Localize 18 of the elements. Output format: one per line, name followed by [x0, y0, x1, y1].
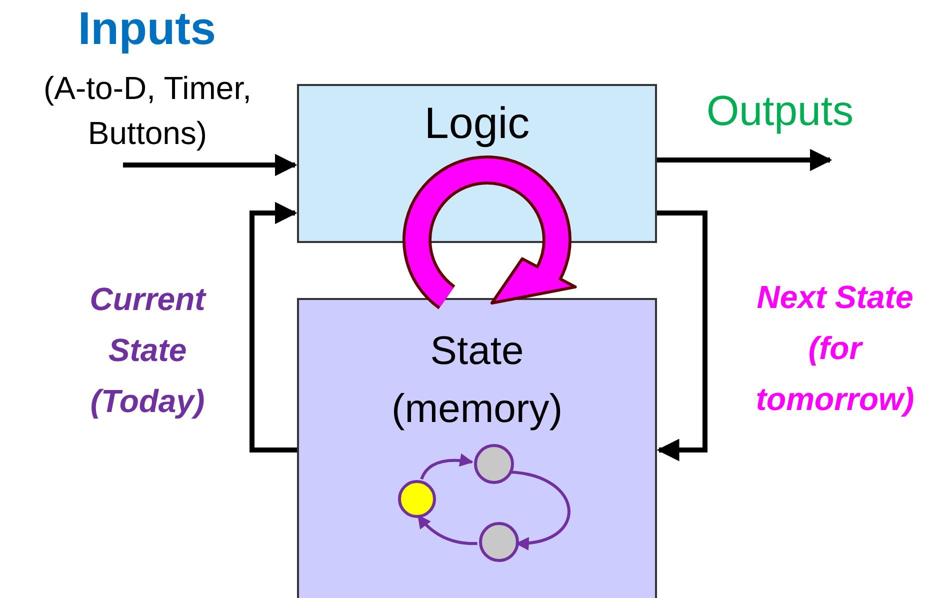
arrow [656, 210, 708, 462]
node-title: Logic [423, 98, 531, 150]
arrow [509, 470, 570, 550]
state-box [297, 298, 657, 598]
arrow [417, 514, 478, 545]
arrow [657, 148, 832, 172]
arrow [420, 454, 474, 480]
state-circle [479, 522, 519, 562]
node-title: State (memory) [390, 328, 564, 433]
text-label: (A-to-D, Timer, Buttons) [42, 69, 252, 153]
state-circle [474, 444, 514, 484]
edge-label: Current State (Today) [88, 280, 208, 422]
arrow [123, 154, 298, 176]
state-circle [398, 480, 436, 518]
edge-label: Next State (for tomorrow) [754, 278, 916, 420]
heading: Inputs [77, 1, 217, 56]
arrow [250, 202, 298, 452]
heading: Outputs [705, 86, 855, 136]
